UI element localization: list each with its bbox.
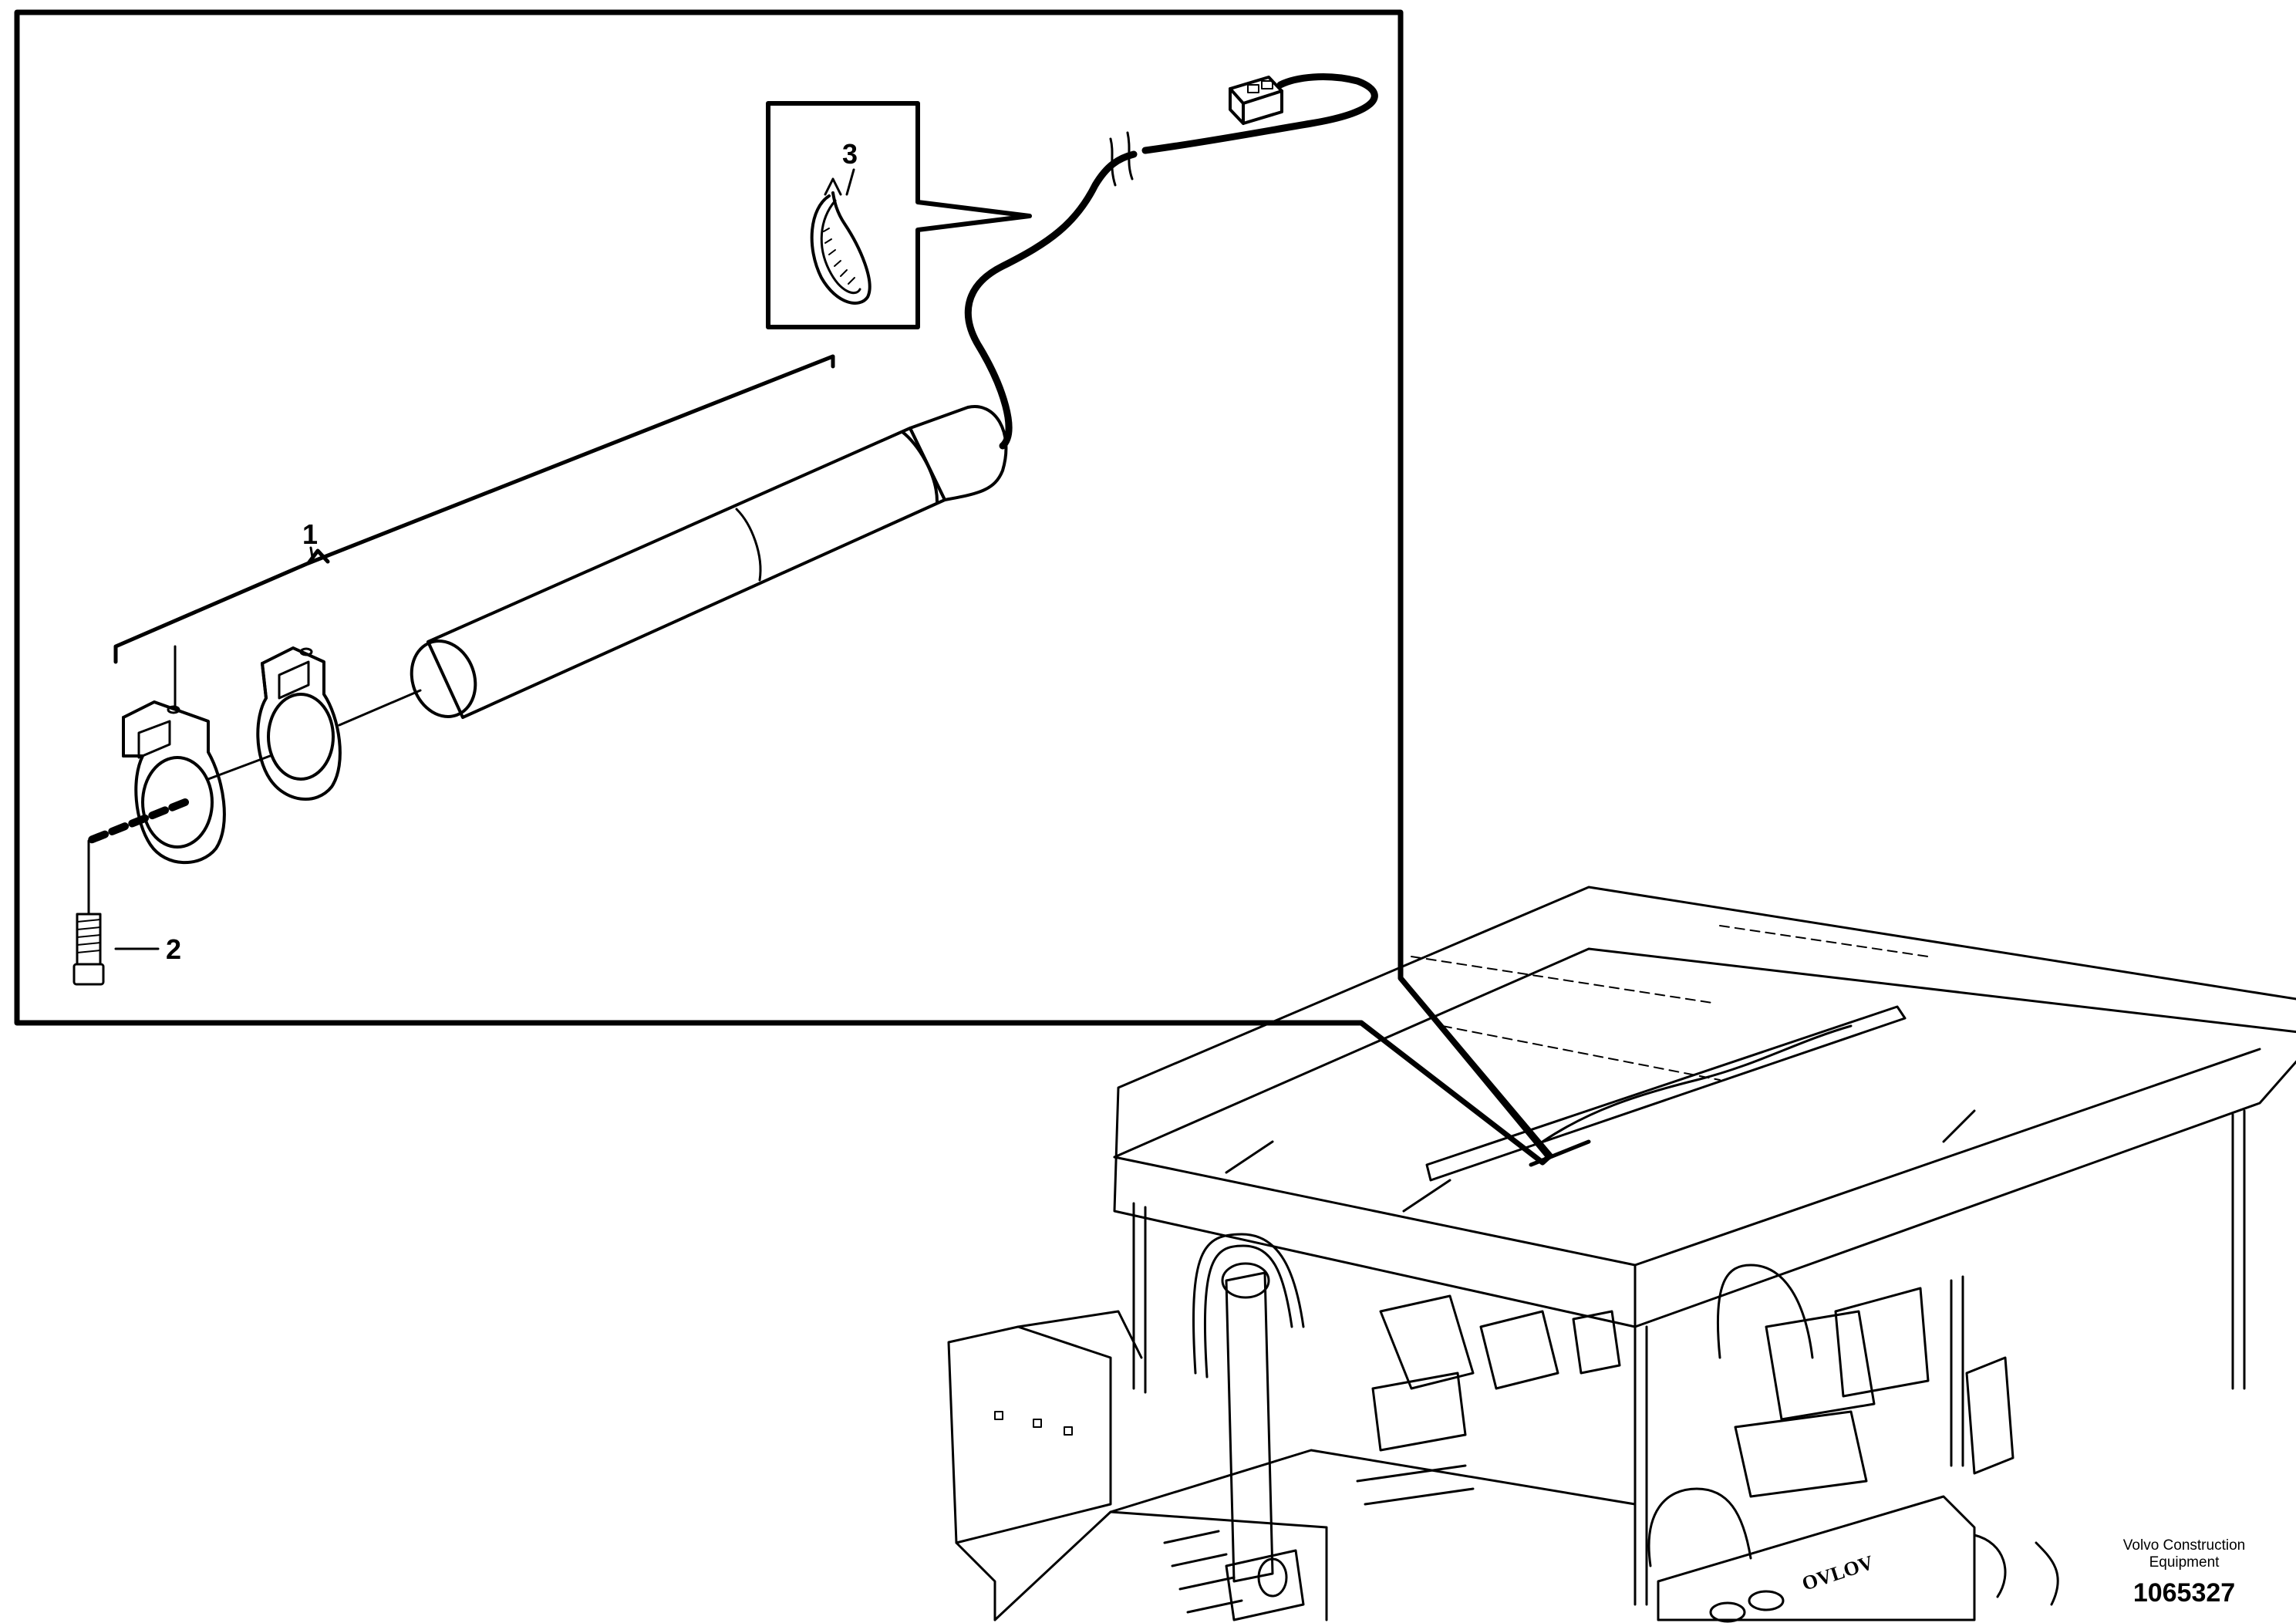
- mounting-screw: [72, 798, 189, 986]
- wiring-harness: [964, 73, 1378, 450]
- svg-text:OVLOV: OVLOV: [1799, 1551, 1876, 1595]
- cable-tie-icon: [810, 177, 872, 305]
- cable-tie-inset: [766, 101, 1032, 329]
- item1-bracket: [113, 354, 835, 664]
- tube-assembly: [338, 404, 1008, 727]
- tube-clamp-front: [122, 645, 271, 865]
- callout-item-1: 1: [302, 518, 318, 550]
- callout-item-3: 3: [842, 138, 858, 170]
- paver-machine-illustration: OVLOV: [947, 886, 2296, 1623]
- brand-name-line2: Equipment: [2149, 1554, 2220, 1571]
- document-number: 1065327: [2133, 1578, 2235, 1608]
- brand-name-line1: Volvo Construction: [2123, 1537, 2245, 1554]
- connector-plug-icon: [1229, 76, 1283, 125]
- tube-clamp-rear: [256, 646, 342, 801]
- detail-frame: [14, 9, 1553, 1166]
- callout-item-2: 2: [166, 933, 181, 965]
